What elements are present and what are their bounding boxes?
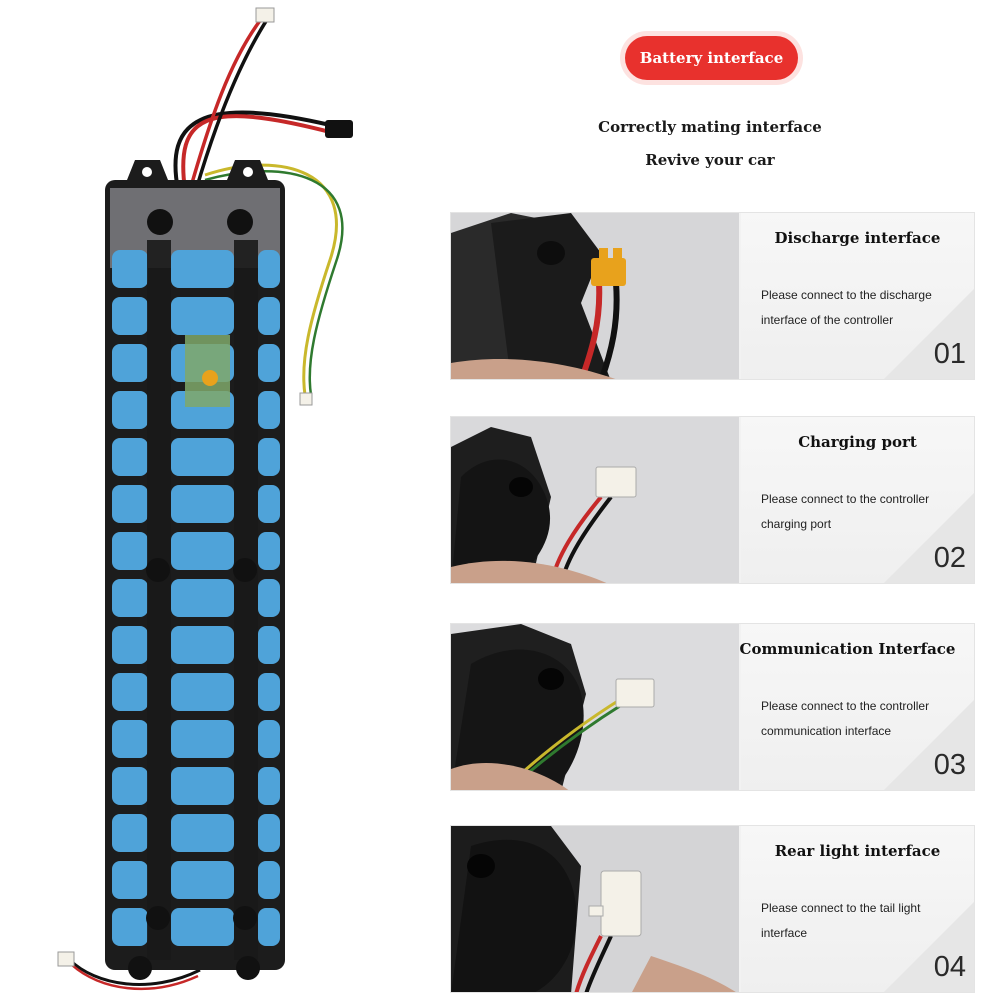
discharge-interface-info: Discharge interface Please connect to th… (741, 213, 974, 379)
cell-separator (105, 805, 285, 814)
card-title: Discharge interface (774, 229, 941, 247)
card-description: Please connect to the controller chargin… (761, 492, 930, 531)
battery-pack-image (57, 7, 353, 991)
battery-cell (258, 767, 280, 805)
battery-cell (258, 673, 280, 711)
battery-cell (171, 626, 234, 664)
battery-cell (112, 814, 148, 852)
card-number: 03 (933, 749, 966, 781)
battery-cell (171, 814, 234, 852)
cell-separator (105, 711, 285, 720)
battery-cell (258, 438, 280, 476)
battery-cell (112, 908, 148, 946)
battery-cell (258, 297, 280, 335)
cell-separator (105, 946, 285, 955)
communication-connector-photo (451, 624, 739, 790)
battery-cell (171, 297, 234, 335)
battery-cell (112, 532, 148, 570)
battery-cell (112, 485, 148, 523)
battery-cell (171, 438, 234, 476)
charging-connector-photo (451, 417, 739, 583)
battery-cell (258, 626, 280, 664)
cell-separator (105, 852, 285, 861)
cell-separator (105, 429, 285, 438)
battery-cell (112, 297, 148, 335)
card-title: Charging port (798, 433, 917, 451)
battery-cell (112, 344, 148, 382)
card-number: 04 (933, 951, 966, 983)
card-description: Please connect to the tail light interfa… (761, 901, 921, 940)
communication-interface-info: Communication Interface Please connect t… (740, 624, 974, 790)
battery-cell (258, 814, 280, 852)
charging-port-info: Charging port Please connect to the cont… (741, 417, 974, 583)
discharge-connector-photo (451, 213, 739, 379)
battery-cell (112, 767, 148, 805)
battery-cell (112, 626, 148, 664)
tagline-mating-interface: Correctly mating interface (598, 118, 822, 136)
cell-separator (105, 899, 285, 908)
battery-cell (258, 532, 280, 570)
battery-cell (171, 250, 234, 288)
card-title: Communication Interface (739, 640, 956, 658)
rear-light-connector-photo (451, 826, 739, 992)
battery-cell (171, 532, 234, 570)
battery-cell (171, 861, 234, 899)
battery-cell (258, 861, 280, 899)
cell-separator (105, 758, 285, 767)
battery-cell (171, 673, 234, 711)
battery-cell (258, 908, 280, 946)
battery-cell (112, 438, 148, 476)
cell-separator (105, 617, 285, 626)
battery-cell (258, 485, 280, 523)
battery-cell (112, 579, 148, 617)
communication-interface-card: Communication Interface Please connect t… (450, 623, 975, 791)
rear-light-interface-card: Rear light interface Please connect to t… (450, 825, 975, 993)
battery-cell (258, 250, 280, 288)
card-title: Rear light interface (774, 842, 941, 860)
rear-light-interface-info: Rear light interface Please connect to t… (741, 826, 974, 992)
battery-cell (112, 391, 148, 429)
battery-cell (171, 579, 234, 617)
battery-interface-badge: Battery interface (625, 36, 798, 80)
battery-cell (258, 344, 280, 382)
tagline-revive: Revive your car (645, 151, 775, 169)
battery-cell (112, 861, 148, 899)
battery-cell (258, 579, 280, 617)
battery-cell (171, 720, 234, 758)
cell-separator (105, 570, 285, 579)
battery-cell (171, 767, 234, 805)
battery-cell (171, 908, 234, 946)
battery-cell (112, 673, 148, 711)
cell-separator (105, 288, 285, 297)
cell-separator (105, 523, 285, 532)
battery-cell (112, 720, 148, 758)
discharge-interface-card: Discharge interface Please connect to th… (450, 212, 975, 380)
card-number: 02 (933, 542, 966, 574)
card-description: Please connect to the discharge interfac… (761, 288, 932, 327)
cell-separator (105, 476, 285, 485)
battery-cell (112, 250, 148, 288)
battery-cell (258, 720, 280, 758)
card-description: Please connect to the controller communi… (761, 699, 930, 738)
battery-cell (171, 485, 234, 523)
cell-separator (105, 664, 285, 673)
battery-cell (258, 391, 280, 429)
charging-port-card: Charging port Please connect to the cont… (450, 416, 975, 584)
card-number: 01 (933, 338, 966, 370)
